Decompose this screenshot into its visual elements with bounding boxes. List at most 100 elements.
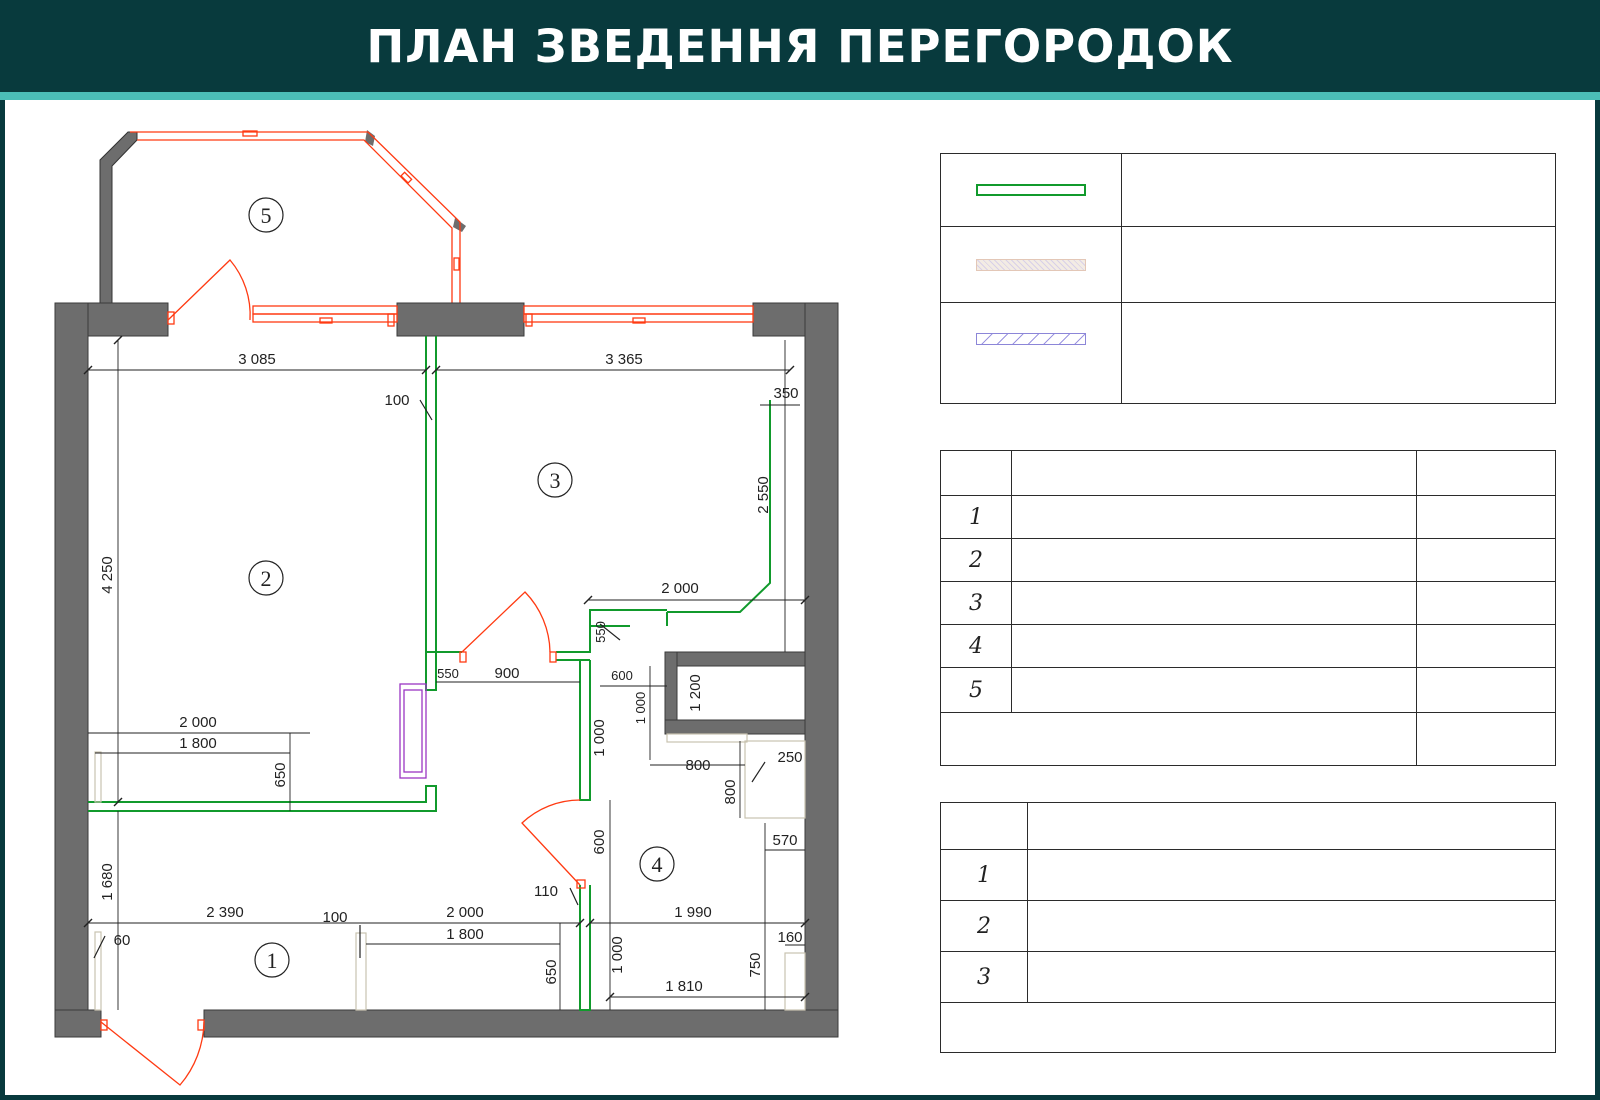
dimension-lines bbox=[88, 340, 805, 1010]
notes-footer-row bbox=[940, 1002, 1556, 1053]
dim-label: 650 bbox=[272, 762, 289, 787]
balcony-window bbox=[130, 130, 461, 305]
room-number: 1 bbox=[940, 495, 1012, 539]
dim-label: 550 bbox=[593, 621, 608, 643]
door-room-3 bbox=[461, 591, 551, 653]
dim-label: 1 200 bbox=[687, 674, 704, 712]
room-label-2: 2 bbox=[261, 566, 272, 591]
dim-label: 900 bbox=[494, 665, 519, 682]
header-accent-stripe bbox=[0, 92, 1600, 100]
room-label-5: 5 bbox=[261, 203, 272, 228]
floor-plan: 1 2 3 4 5 bbox=[54, 130, 839, 1086]
door-entrance bbox=[100, 1021, 205, 1086]
balcony-corner bbox=[365, 130, 375, 146]
dim-label: 250 bbox=[777, 749, 802, 766]
room-label-4: 4 bbox=[652, 852, 663, 877]
legend-row bbox=[940, 226, 1556, 303]
exterior-walls bbox=[54, 302, 839, 1038]
table-row: 3 bbox=[940, 951, 1556, 1003]
dim-label: 3 085 bbox=[238, 351, 276, 368]
rooms-table: 1 2 3 4 5 bbox=[940, 450, 1556, 766]
note-number: 2 bbox=[940, 900, 1028, 952]
dim-label: 750 bbox=[747, 952, 764, 977]
opening-swatch bbox=[976, 333, 1086, 345]
note-number: 3 bbox=[940, 951, 1028, 1003]
dimension-ticks bbox=[83, 335, 810, 1002]
new-partition-swatch bbox=[976, 184, 1086, 196]
table-row: 5 bbox=[940, 667, 1556, 713]
wall-top-middle bbox=[396, 302, 525, 337]
door-room-4 bbox=[521, 799, 581, 886]
room-marker-5 bbox=[248, 197, 284, 233]
room-markers bbox=[248, 197, 675, 978]
wall-storage-bottom bbox=[664, 719, 806, 735]
dim-label: 100 bbox=[322, 909, 347, 926]
wall-right bbox=[804, 302, 839, 1038]
room-label-3: 3 bbox=[550, 468, 561, 493]
dim-label: 100 bbox=[384, 392, 409, 409]
wall-left bbox=[54, 302, 89, 1038]
notes-table: 1 2 3 bbox=[940, 802, 1556, 1053]
page-title: ПЛАН ЗВЕДЕННЯ ПЕРЕГОРОДОК bbox=[366, 19, 1234, 73]
dim-label: 4 250 bbox=[99, 556, 116, 594]
dim-label: 1 800 bbox=[179, 735, 217, 752]
dim-label: 1 000 bbox=[609, 936, 626, 974]
dim-label: 600 bbox=[611, 668, 633, 683]
wall-storage bbox=[664, 651, 806, 667]
dim-label: 160 bbox=[777, 929, 802, 946]
table-row: 1 bbox=[940, 495, 1556, 539]
room-marker-4 bbox=[639, 846, 675, 882]
room-marker-1 bbox=[254, 942, 290, 978]
table-row: 3 bbox=[940, 581, 1556, 625]
legend-text bbox=[1121, 226, 1556, 303]
balcony-side-wall bbox=[99, 131, 138, 311]
rooms-total-row bbox=[940, 712, 1556, 766]
room-number: 5 bbox=[940, 667, 1012, 713]
dim-label: 60 bbox=[114, 932, 131, 949]
dim-label: 110 bbox=[534, 883, 558, 900]
legend-row bbox=[940, 302, 1556, 404]
header-bar: ПЛАН ЗВЕДЕННЯ ПЕРЕГОРОДОК bbox=[0, 0, 1600, 92]
dim-label: 3 365 bbox=[605, 351, 643, 368]
table-row: 2 bbox=[940, 538, 1556, 582]
dim-label: 800 bbox=[685, 757, 710, 774]
room-number: 2 bbox=[940, 538, 1012, 582]
dim-label: 1 800 bbox=[446, 926, 484, 943]
wall-bottom-right bbox=[203, 1009, 839, 1038]
dim-label: 1 000 bbox=[591, 719, 608, 757]
dimension-arrows bbox=[93, 399, 766, 959]
dim-label: 2 000 bbox=[446, 904, 484, 921]
dim-label: 650 bbox=[543, 959, 560, 984]
dim-label: 800 bbox=[722, 779, 739, 804]
dim-label: 2 550 bbox=[755, 476, 772, 514]
dim-label: 1 000 bbox=[633, 692, 648, 725]
facade-windows bbox=[252, 305, 754, 327]
room-number: 3 bbox=[940, 581, 1012, 625]
room-label-1: 1 bbox=[267, 948, 278, 973]
note-number: 1 bbox=[940, 849, 1028, 901]
legend-text bbox=[1121, 302, 1556, 404]
dim-label: 2 000 bbox=[179, 714, 217, 731]
built-in-zones bbox=[94, 733, 806, 1011]
dim-label: 2 000 bbox=[661, 580, 699, 597]
table-row: 1 bbox=[940, 849, 1556, 901]
legend-row bbox=[940, 153, 1556, 227]
door-balcony bbox=[167, 259, 251, 321]
demolished-wall-swatch bbox=[976, 258, 1086, 271]
notes-header-row bbox=[940, 802, 1556, 850]
doors bbox=[100, 259, 586, 1086]
new-partitions bbox=[88, 336, 771, 1011]
balcony bbox=[99, 130, 466, 311]
room-number: 4 bbox=[940, 624, 1012, 668]
dim-label: 1 680 bbox=[99, 863, 116, 901]
rooms-header-row bbox=[940, 450, 1556, 496]
radiator bbox=[399, 683, 427, 779]
dim-label: 1 810 bbox=[665, 978, 703, 995]
dim-label: 570 bbox=[772, 832, 797, 849]
legend-text bbox=[1121, 153, 1556, 227]
dim-label: 600 bbox=[591, 829, 608, 854]
room-marker-2 bbox=[248, 560, 284, 596]
table-row: 4 bbox=[940, 624, 1556, 668]
room-marker-3 bbox=[537, 462, 573, 498]
dim-label: 550 bbox=[437, 666, 459, 681]
